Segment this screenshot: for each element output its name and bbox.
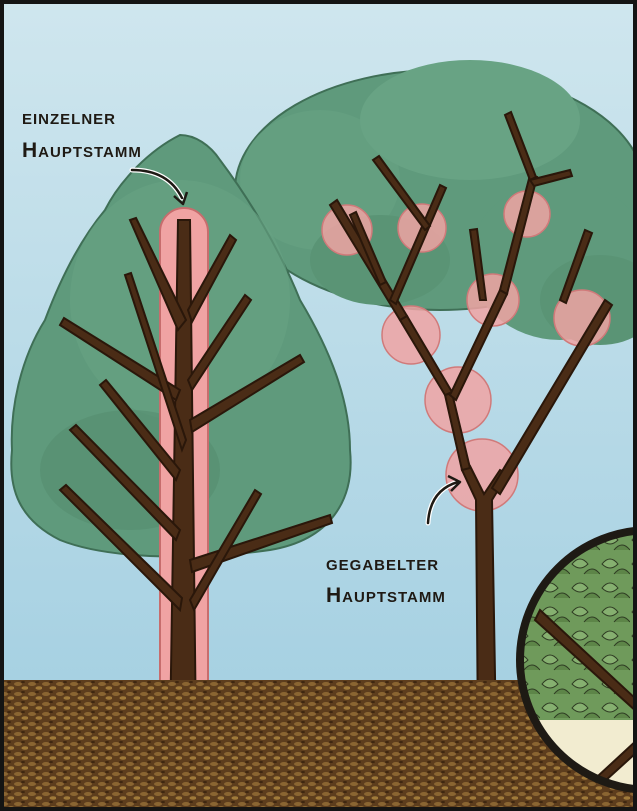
forked-leader-label-line2: Hauptstamm: [326, 585, 446, 606]
forked-leader-label-line1: gegabelter: [326, 558, 439, 573]
single-leader-label-line1: einzelner: [22, 112, 116, 127]
single-leader-label-line2: Hauptstamm: [22, 140, 142, 161]
